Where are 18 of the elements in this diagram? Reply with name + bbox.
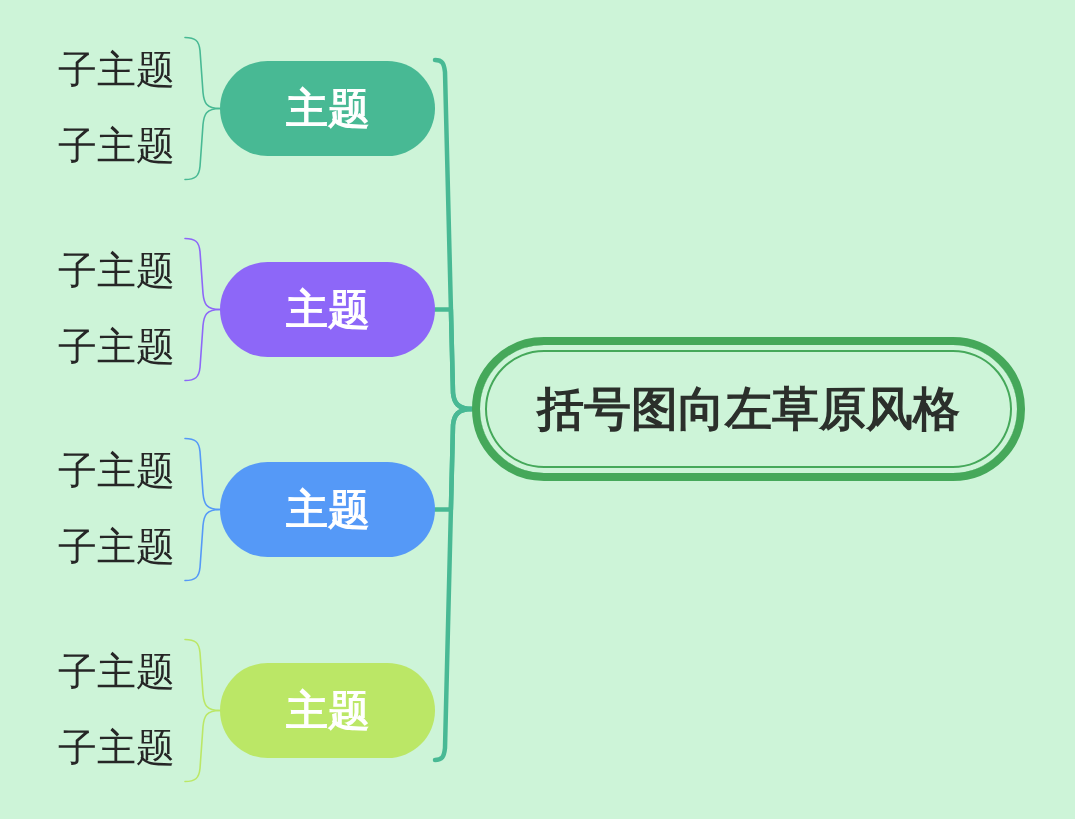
subtopic-text: 子主题 [58, 524, 175, 570]
topic-pill: 主题 [220, 262, 435, 357]
subtopic-text: 子主题 [58, 123, 175, 169]
subtopic-text: 子主题 [58, 324, 175, 370]
bracket-line [184, 709, 221, 783]
subtopic-text: 子主题 [58, 248, 175, 294]
bracket-line [184, 107, 221, 181]
topic-pill: 主题 [220, 61, 435, 156]
subtopic-text: 子主题 [58, 47, 175, 93]
subtopic-text: 子主题 [58, 448, 175, 494]
subtopic-text: 子主题 [58, 649, 175, 695]
bracket-line [184, 308, 221, 382]
bracket-line [432, 406, 475, 763]
subtopic-text: 子主题 [58, 725, 175, 771]
topic-pill: 主题 [220, 663, 435, 758]
topic-pill: 主题 [220, 462, 435, 557]
central-topic-box: 括号图向左草原风格 [472, 337, 1025, 481]
bracket-line [184, 508, 221, 582]
